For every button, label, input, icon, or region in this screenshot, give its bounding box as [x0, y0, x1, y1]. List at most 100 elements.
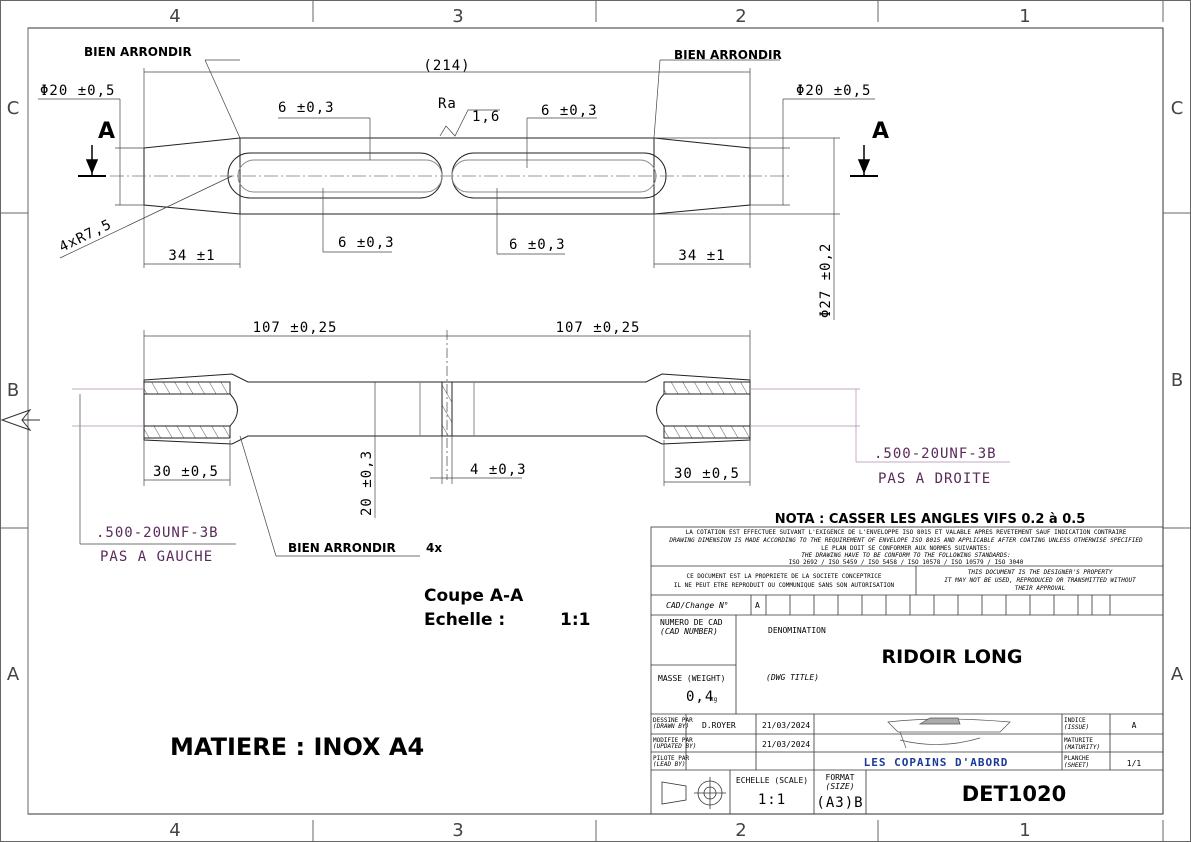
note-en: DRAWING DIMENSION IS MADE ACCORDING TO T… — [668, 537, 1143, 544]
masse-unit: kg — [710, 696, 718, 703]
modified-label: MODIFIE PAR — [653, 737, 693, 744]
planche-label-en: (SHEET) — [1064, 762, 1089, 769]
zone-col-top: 3 — [452, 6, 463, 27]
format-label-en: (SIZE) — [826, 782, 855, 791]
zone-row-right: C — [1171, 98, 1184, 119]
section-markers — [78, 145, 878, 177]
callout-bien-arrondir-qty: 4x — [426, 541, 442, 555]
modified-date: 21/03/2024 — [762, 740, 810, 749]
zone-row-left: B — [7, 380, 19, 401]
projection-symbol-icon — [661, 777, 726, 809]
zone-row-right: B — [1171, 370, 1183, 391]
section-title: Coupe A-A — [424, 586, 524, 606]
dim-slot-top-left: 6 ±0,3 — [278, 100, 335, 116]
drawing-number: DET1020 — [962, 782, 1067, 806]
drawn-date: 21/03/2024 — [762, 721, 810, 730]
zone-col-bottom: 1 — [1019, 820, 1030, 841]
callout-bien-arrondir-right: BIEN ARRONDIR — [674, 48, 782, 62]
planche-value: 1/1 — [1127, 759, 1142, 768]
dim-slot-top-right: 6 ±0,3 — [541, 103, 598, 119]
section-scale-label: Echelle : — [424, 610, 505, 630]
property-en-2: IT MAY NOT BE USED, REPRODUCED OR TRANSM… — [944, 577, 1136, 584]
zone-col-top: 1 — [1019, 6, 1030, 27]
thread-right-spec: .500-20UNF-3B — [874, 446, 997, 462]
top-view — [110, 137, 790, 215]
cad-change-label: CAD/Change N° — [666, 601, 729, 610]
dim-thread-right-len: 30 ±0,5 — [674, 466, 740, 482]
zone-row-left: A — [7, 664, 20, 685]
modified-label-en: (UPDATED BY) — [653, 743, 696, 750]
cad-number-label-en: (CAD NUMBER) — [660, 627, 718, 636]
denomination-label: DENOMINATION — [768, 626, 826, 635]
section-marker-left: A — [98, 119, 115, 144]
standards-en: THE DRAWING HAVE TO BE CONFORM TO THE FO… — [801, 552, 1011, 559]
section-scale-value: 1:1 — [560, 610, 590, 630]
indice-value: A — [1132, 721, 1137, 730]
masse-label: MASSE (WEIGHT) — [658, 674, 725, 683]
echelle-value: 1:1 — [758, 792, 786, 808]
zone-col-bottom: 4 — [169, 820, 180, 841]
drawn-by-label: DESSINE PAR — [653, 717, 693, 724]
company-name: LES COPAINS D'ABORD — [864, 756, 1009, 769]
standards-list: ISO 2692 / ISO 5459 / ISO 5458 / ISO 105… — [789, 559, 1024, 566]
pilot-label: PILOTE PAR — [653, 755, 690, 762]
drawing-title: RIDOIR LONG — [881, 646, 1022, 668]
thread-right-dir: PAS A DROITE — [878, 471, 991, 487]
property-en-3: THEIR APPROVAL — [1015, 585, 1066, 592]
section-dimension-lines — [72, 330, 1010, 557]
callout-bien-arrondir-bottom: BIEN ARRONDIR — [288, 541, 396, 555]
pilot-label-en: (LEAD BY) — [653, 761, 686, 768]
zone-col-bottom: 2 — [735, 820, 746, 841]
roughness-label: Ra — [438, 96, 457, 112]
dim-slot-bottom-right: 6 ±0,3 — [509, 237, 566, 253]
masse-value: 0,4 — [686, 689, 714, 705]
nota: NOTA : CASSER LES ANGLES VIFS 0.2 à 0.5 — [775, 512, 1086, 527]
dim-height-20: 20 ±0,3 — [359, 450, 375, 516]
standards-fr: LE PLAN DOIT SE CONFORMER AUX NORMES SUI… — [821, 545, 991, 552]
title-block-grid — [650, 526, 1164, 815]
property-fr-2: IL NE PEUT ETRE REPRODUIT OU COMMUNIQUE … — [674, 582, 895, 589]
dim-width-4: 4 ±0,3 — [470, 462, 527, 478]
top-dimension-lines — [38, 59, 875, 320]
dwg-title-label: (DWG TITLE) — [766, 673, 819, 682]
indice-label: INDICE — [1064, 717, 1086, 724]
dim-dia-right: Φ20 ±0,5 — [796, 83, 871, 99]
dim-thread-left-len: 30 ±0,5 — [153, 464, 219, 480]
dim-end-left: 34 ±1 — [168, 248, 215, 264]
section-marker-right: A — [872, 119, 889, 144]
zone-row-right: A — [1171, 664, 1184, 685]
callout-bien-arrondir-left: BIEN ARRONDIR — [84, 45, 192, 59]
format-value: (A3)B — [816, 795, 863, 811]
dim-total-length: (214) — [423, 58, 470, 74]
format-label: FORMAT — [826, 773, 855, 782]
drawn-by: D.ROYER — [702, 721, 736, 730]
material-spec: MATIERE : INOX A4 — [170, 733, 424, 761]
thread-left-dir: PAS A GAUCHE — [100, 549, 213, 565]
indice-label-en: (ISSUE) — [1064, 724, 1089, 731]
drawn-by-label-en: (DRAWN BY) — [653, 723, 689, 730]
dim-slot-bottom-left: 6 ±0,3 — [338, 235, 395, 251]
cad-change-value: A — [755, 601, 760, 610]
planche-label: PLANCHE — [1064, 755, 1090, 762]
echelle-label: ECHELLE (SCALE) — [736, 776, 808, 785]
property-fr-1: CE DOCUMENT EST LA PROPRIETE DE LA SOCIE… — [686, 573, 881, 580]
maturite-label: MATURITE — [1064, 737, 1093, 744]
cad-number-label: NUMERO DE CAD — [660, 618, 723, 627]
roughness-value: 1,6 — [472, 109, 500, 125]
dim-dia-left: Φ20 ±0,5 — [40, 83, 115, 99]
zone-row-left: C — [7, 98, 20, 119]
thread-left-spec: .500-20UNF-3B — [96, 525, 219, 541]
inner-border — [27, 27, 1164, 815]
zone-col-top: 4 — [169, 6, 180, 27]
note-fr: LA COTATION EST EFFECTUEE SUIVANT L'EXIG… — [686, 529, 1127, 536]
dim-end-right: 34 ±1 — [678, 248, 725, 264]
property-en-1: THIS DOCUMENT IS THE DESIGNER'S PROPERTY — [968, 569, 1113, 576]
dim-dia-27: Φ27 ±0,2 — [818, 243, 834, 318]
zone-col-bottom: 3 — [452, 820, 463, 841]
maturite-label-en: (MATURITY) — [1064, 744, 1100, 751]
dim-half-left: 107 ±0,25 — [253, 320, 338, 336]
